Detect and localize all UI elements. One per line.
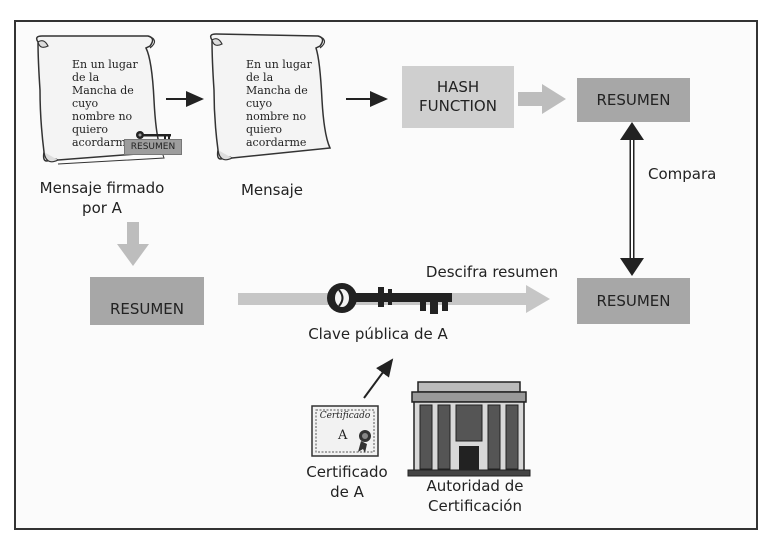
signed-scroll-text: En un lugar de la Mancha de cuyo nombre …: [72, 58, 138, 149]
certification-authority-building-icon: [407, 381, 531, 477]
certificate-icon: [311, 405, 379, 457]
message-scroll-icon: [209, 33, 332, 161]
certification-authority-label: Autoridad de Certificación: [426, 477, 524, 515]
message-scroll-text: En un lugar de la Mancha de cuyo nombre …: [246, 58, 312, 149]
badge-key-icon: [136, 131, 171, 140]
public-key-icon: [327, 283, 452, 314]
signed-resumen-badge: RESUMEN: [124, 139, 182, 155]
signed-message-label: Mensaje firmado por A: [39, 179, 165, 217]
resumen-left-box: RESUMEN: [90, 277, 204, 325]
resumen-bottom-right-box: RESUMEN: [577, 278, 690, 324]
certificate-label: Certificado de A: [306, 463, 388, 501]
compare-label: Compara: [648, 165, 717, 183]
decrypt-label: Descifra resumen: [425, 263, 559, 281]
message-label: Mensaje: [240, 181, 304, 199]
arrow-signed-to-resumen: [117, 222, 149, 266]
resumen-top-box: RESUMEN: [577, 78, 690, 122]
signed-message-scroll-icon: [35, 35, 165, 165]
compare-double-arrow: [620, 122, 644, 276]
certificate-heading: Certificado: [319, 411, 371, 421]
arrow-hash-to-resumen: [518, 84, 566, 114]
certificate-letter: A: [338, 428, 348, 443]
arrow-certificate-to-key: [363, 358, 394, 399]
public-key-label: Clave pública de A: [308, 325, 448, 343]
hash-function-box: HASH FUNCTION: [402, 66, 514, 128]
